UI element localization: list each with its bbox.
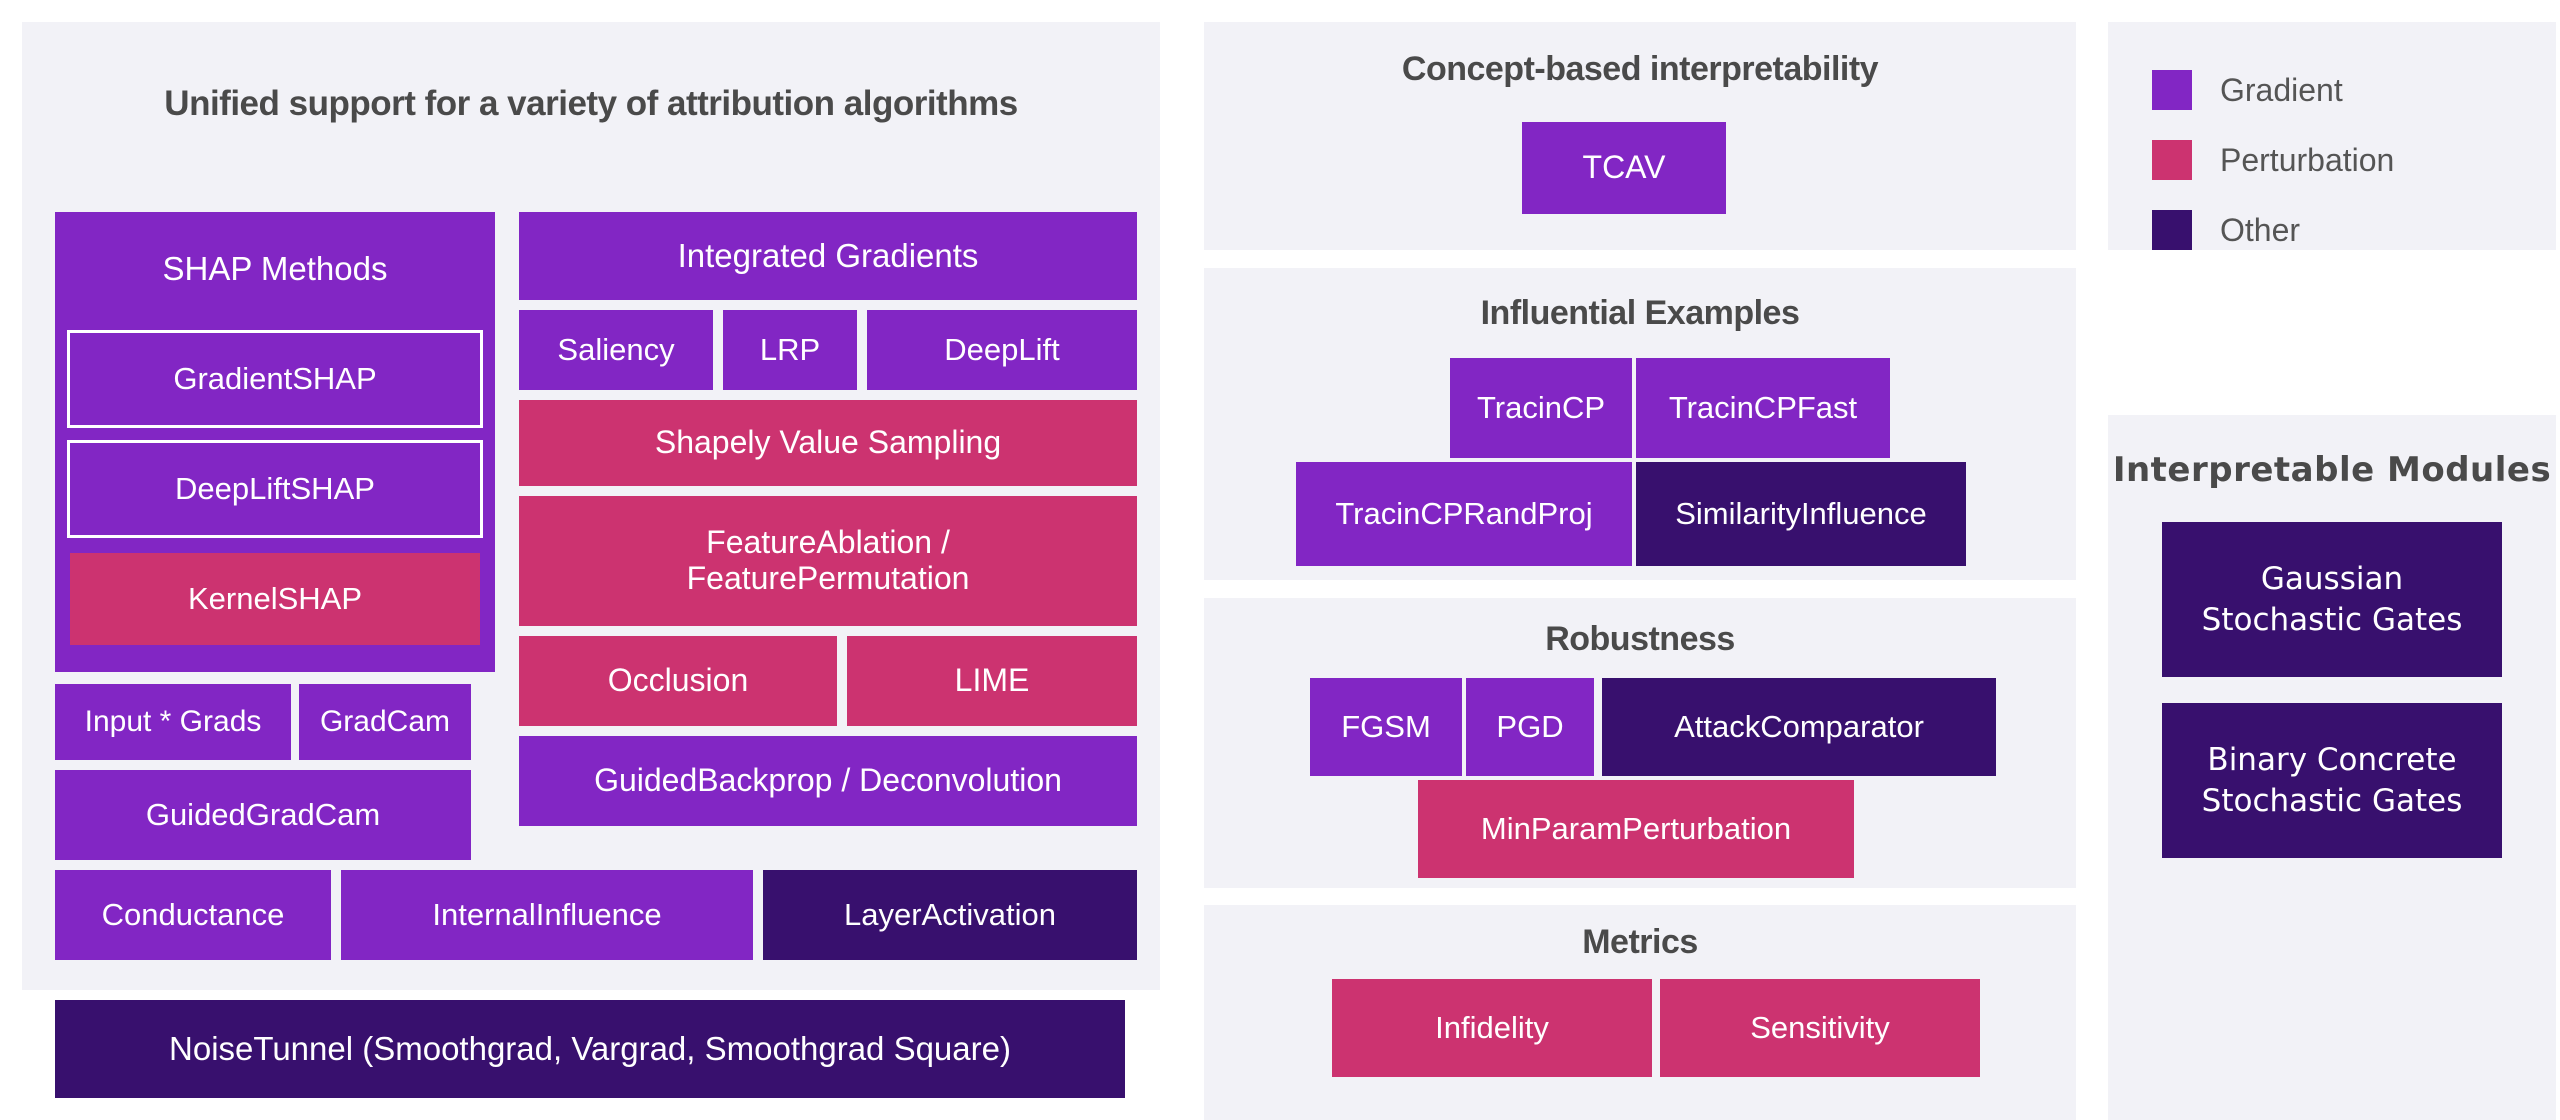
shap-methods-header: SHAP Methods [162,250,388,288]
algorithm-box-integrated-gradients[interactable]: Integrated Gradients [519,212,1137,300]
concept-panel-title: Concept-based interpretability [1401,50,1879,88]
concept-interpretability-panel: Concept-based interpretability TCAV [1204,22,2076,250]
algorithm-box-guidedbackprop-deconvolution[interactable]: GuidedBackprop / Deconvolution [519,736,1137,826]
legend-swatch-icon [2152,140,2192,180]
robustness-panel-title: Robustness [1545,620,1735,658]
algorithm-box-attackcomparator[interactable]: AttackComparator [1602,678,1996,776]
legend-item-perturbation: Perturbation [2152,140,2394,180]
metrics-panel-title: Metrics [1582,923,1698,961]
algorithm-box-internalinfluence[interactable]: InternalInfluence [341,870,753,960]
algorithm-box-deepliftshap[interactable]: DeepLiftSHAP [67,440,483,538]
legend-label: Perturbation [2220,141,2395,178]
algorithm-box-guidedgradcam[interactable]: GuidedGradCam [55,770,471,860]
algorithm-box-kernelshap[interactable]: KernelSHAP [67,550,483,648]
algorithm-box-similarityinfluence[interactable]: SimilarityInfluence [1636,462,1966,566]
algorithm-box-occlusion[interactable]: Occlusion [519,636,837,726]
module-box-binary-concrete-stochastic-gates[interactable]: Binary Concrete Stochastic Gates [2162,703,2502,858]
algorithm-box-pgd[interactable]: PGD [1466,678,1594,776]
influential-panel-title: Influential Examples [1480,294,1800,332]
algorithm-box-gradientshap[interactable]: GradientSHAP [67,330,483,428]
legend-item-gradient: Gradient [2152,70,2343,110]
algorithm-box-lime[interactable]: LIME [847,636,1137,726]
legend-panel: Gradient Perturbation Other [2108,22,2556,250]
algorithm-box-tcav[interactable]: TCAV [1522,122,1726,214]
algorithm-box-input-grads[interactable]: Input * Grads [55,684,291,760]
algorithm-box-layeractivation[interactable]: LayerActivation [763,870,1137,960]
algorithm-box-deeplift[interactable]: DeepLift [867,310,1137,390]
legend-swatch-icon [2152,70,2192,110]
algorithm-box-shapely-value-sampling[interactable]: Shapely Value Sampling [519,400,1137,486]
algorithm-box-sensitivity[interactable]: Sensitivity [1660,979,1980,1077]
algorithm-box-gradcam[interactable]: GradCam [299,684,471,760]
algorithm-box-noisetunnel[interactable]: NoiseTunnel (Smoothgrad, Vargrad, Smooth… [55,1000,1125,1098]
shap-methods-group: SHAP Methods GradientSHAP DeepLiftSHAP K… [55,212,495,672]
legend-label: Gradient [2220,71,2343,108]
algorithm-box-tracincp[interactable]: TracinCP [1450,358,1632,458]
algorithm-box-feature-ablation-permutation[interactable]: FeatureAblation / FeaturePermutation [519,496,1137,626]
algorithm-box-lrp[interactable]: LRP [723,310,857,390]
algorithm-box-infidelity[interactable]: Infidelity [1332,979,1652,1077]
algorithm-box-fgsm[interactable]: FGSM [1310,678,1462,776]
interpretable-modules-panel: Interpretable Modules Gaussian Stochasti… [2108,415,2556,1120]
robustness-panel: Robustness FGSM PGD AttackComparator Min… [1204,598,2076,888]
attribution-algorithms-panel: Unified support for a variety of attribu… [22,22,1160,990]
modules-panel-title: Interpretable Modules [2112,450,2552,490]
page-title: Unified support for a variety of attribu… [164,84,1018,123]
module-box-gaussian-stochastic-gates[interactable]: Gaussian Stochastic Gates [2162,522,2502,677]
algorithm-box-saliency[interactable]: Saliency [519,310,713,390]
influential-examples-panel: Influential Examples TracinCP TracinCPFa… [1204,268,2076,580]
algorithm-box-tracincprandproj[interactable]: TracinCPRandProj [1296,462,1632,566]
algorithm-box-minparamperturbation[interactable]: MinParamPerturbation [1418,780,1854,878]
legend-item-other: Other [2152,210,2300,250]
algorithm-box-tracincpfast[interactable]: TracinCPFast [1636,358,1890,458]
legend-swatch-icon [2152,210,2192,250]
algorithm-box-conductance[interactable]: Conductance [55,870,331,960]
legend-label: Other [2220,211,2301,248]
metrics-panel: Metrics Infidelity Sensitivity [1204,905,2076,1120]
